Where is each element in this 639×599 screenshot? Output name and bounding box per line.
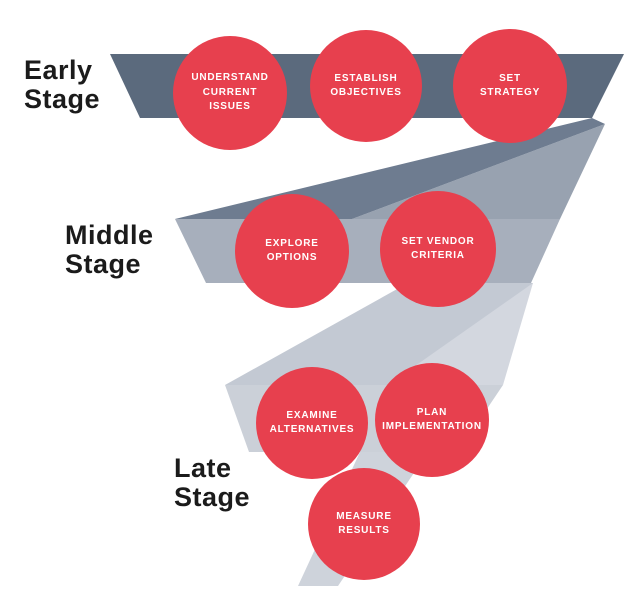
step-label: UNDERSTAND CURRENT ISSUES (191, 72, 269, 113)
step-label: SET STRATEGY (479, 72, 541, 99)
step-circle-measure-results: MEASURE RESULTS (308, 468, 420, 580)
stage-label-middle: Middle Stage (65, 220, 154, 279)
stage-label-early: Early Stage (24, 55, 101, 114)
step-circle-establish-objectives: ESTABLISH OBJECTIVES (310, 30, 422, 142)
step-circle-explore-options: EXPLORE OPTIONS (235, 194, 349, 308)
ribbon-band-middle (175, 219, 560, 283)
step-label: PLAN IMPLEMENTATION (382, 406, 482, 433)
step-label: MEASURE RESULTS (336, 510, 392, 537)
step-circle-plan-implementation: PLAN IMPLEMENTATION (375, 363, 489, 477)
ribbon-fold-early (175, 118, 605, 219)
step-label: SET VENDOR CRITERIA (401, 235, 475, 262)
step-circle-understand-current-issues: UNDERSTAND CURRENT ISSUES (173, 36, 287, 150)
step-circle-set-strategy: SET STRATEGY (453, 29, 567, 143)
step-circle-set-vendor-criteria: SET VENDOR CRITERIA (380, 191, 496, 307)
step-label: ESTABLISH OBJECTIVES (330, 72, 402, 99)
step-label: EXPLORE OPTIONS (265, 237, 319, 264)
step-circle-examine-alternatives: EXAMINE ALTERNATIVES (256, 367, 368, 479)
step-label: EXAMINE ALTERNATIVES (269, 409, 355, 436)
stage-label-late: Late Stage (174, 453, 251, 512)
ribbon-fold-middle (225, 283, 533, 385)
